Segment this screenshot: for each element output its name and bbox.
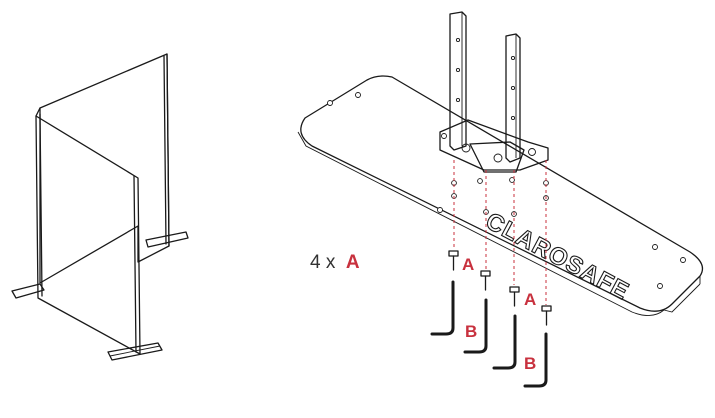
hex-key-group (430, 280, 548, 388)
upright-bracket (439, 11, 549, 173)
front-foot (107, 342, 163, 361)
hex-key-4 (523, 332, 548, 388)
brand-lettering: CLAROSAFE (481, 207, 633, 305)
label-b-1: B (465, 322, 477, 341)
screw-group (448, 250, 552, 326)
screw-a-4 (541, 305, 552, 326)
label-b-2: B (524, 354, 536, 373)
back-panel (39, 53, 170, 284)
screw-a-2 (480, 270, 491, 291)
quantity-label: 4 x A (310, 252, 360, 273)
assembled-screen-illustration (11, 53, 189, 361)
hex-key-2 (463, 298, 488, 354)
hex-key-1 (430, 280, 455, 336)
label-a-2: A (524, 290, 536, 309)
label-a-1: A (462, 255, 474, 274)
quantity-part: A (346, 252, 360, 273)
quantity-prefix: 4 x (310, 252, 336, 273)
screw-a-1 (448, 250, 459, 271)
screw-a-3 (509, 286, 520, 307)
base-plate (300, 75, 704, 312)
hex-key-3 (492, 314, 517, 370)
back-foot (145, 231, 189, 248)
front-panel (35, 115, 141, 355)
